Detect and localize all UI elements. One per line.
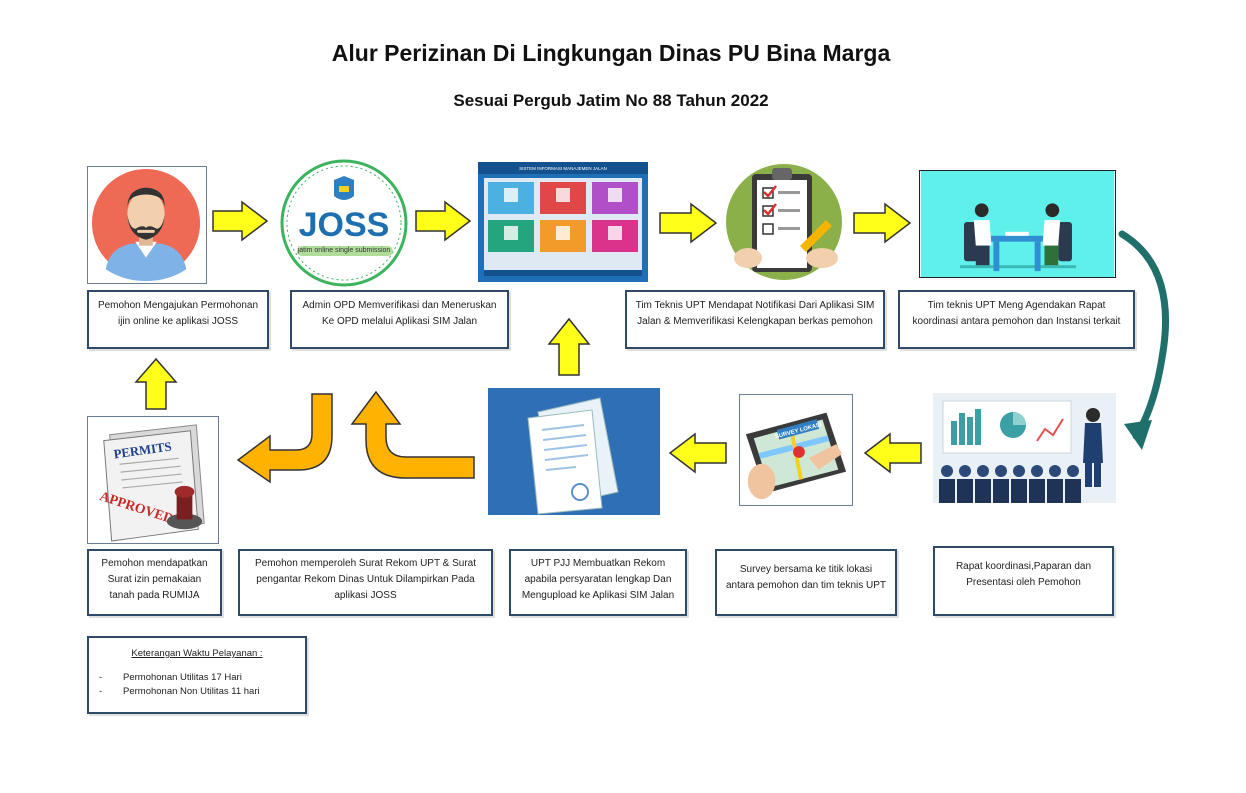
step-4-line-2: koordinasi antara pemohon dan Instansi t… bbox=[912, 316, 1121, 327]
presentation-meeting-image bbox=[933, 393, 1116, 503]
step-4-line-1: Tim teknis UPT Meng Agendakan Rapat bbox=[927, 300, 1106, 311]
step-5-line-1: Rapat koordinasi,Paparan dan bbox=[955, 561, 1092, 572]
legend-item-utilitas: Permohonan Utilitas 17 Hari bbox=[99, 671, 242, 684]
step-1-line-1: Pemohon Mengajukan Permohonan bbox=[97, 300, 259, 311]
flow-arrow-left-2 bbox=[668, 432, 727, 474]
step-7-line-1: UPT PJJ Membuatkan Rekom bbox=[530, 558, 666, 569]
step-8-line-1: Pemohon memperoleh Surat Rekom UPT & Sur… bbox=[254, 558, 477, 569]
step-4-text-box: Tim teknis UPT Meng Agendakan Rapat koor… bbox=[898, 290, 1135, 349]
step-8-line-2: pengantar Rekom Dinas Untuk Dilampirkan … bbox=[256, 574, 475, 585]
flow-arrow-up-left bbox=[134, 357, 178, 410]
flow-arrow-right-4 bbox=[853, 202, 912, 244]
step-2-line-1: Admin OPD Memverifikasi dan Meneruskan bbox=[302, 300, 497, 311]
step-7-line-3: Mengupload ke Aplikasi SIM Jalan bbox=[521, 590, 675, 601]
legend-heading: Keterangan Waktu Pelayanan : bbox=[131, 648, 263, 659]
legend-item-non-utilitas: Permohonan Non Utilitas 11 hari bbox=[99, 685, 260, 698]
step-7-line-2: apabila persyaratan lengkap Dan bbox=[524, 574, 672, 585]
step-1-line-2: ijin online ke aplikasi JOSS bbox=[117, 316, 239, 327]
step-8-text-box: Pemohon memperoleh Surat Rekom UPT & Sur… bbox=[238, 549, 493, 616]
service-time-legend: Keterangan Waktu Pelayanan : Permohonan … bbox=[87, 636, 307, 714]
permit-approved-image: PERMITS APPROVED bbox=[87, 416, 219, 544]
survey-tablet-image: SURVEY LOKASI bbox=[739, 394, 853, 506]
checklist-clipboard-image bbox=[722, 162, 846, 282]
step-3-line-2: Jalan & Memverifikasi Kelengkapan berkas… bbox=[637, 316, 873, 327]
step-5-text-box: Rapat koordinasi,Paparan dan Presentasi … bbox=[933, 546, 1114, 616]
joss-logo-image: JOSS jatim online single submission bbox=[279, 158, 409, 288]
document-papers-image bbox=[488, 388, 660, 515]
step-9-line-1: Pemohon mendapatkan bbox=[101, 558, 208, 569]
sim-jalan-header: SISTEM INFORMASI MANAJEMEN JALAN bbox=[519, 166, 607, 171]
flow-arrow-up-center bbox=[547, 317, 591, 376]
flow-arrow-left-1 bbox=[863, 432, 922, 474]
flow-arrow-right-2 bbox=[415, 200, 472, 242]
step-3-line-1: Tim Teknis UPT Mendapat Notifikasi Dari … bbox=[635, 300, 875, 311]
meeting-table-image bbox=[919, 170, 1116, 278]
step-1-text-box: Pemohon Mengajukan Permohonan ijin onlin… bbox=[87, 290, 269, 349]
step-3-text-box: Tim Teknis UPT Mendapat Notifikasi Dari … bbox=[625, 290, 885, 349]
flow-orange-arrow-up bbox=[350, 388, 475, 480]
joss-logo-text: JOSS bbox=[299, 206, 390, 244]
joss-tagline: jatim online single submission bbox=[297, 247, 391, 254]
page-subtitle: Sesuai Pergub Jatim No 88 Tahun 2022 bbox=[453, 91, 769, 110]
flow-arrow-right-3 bbox=[659, 202, 718, 244]
step-2-text-box: Admin OPD Memverifikasi dan Meneruskan K… bbox=[290, 290, 509, 349]
step-9-line-3: tanah pada RUMIJA bbox=[109, 590, 200, 601]
page-title: Alur Perizinan Di Lingkungan Dinas PU Bi… bbox=[331, 40, 891, 66]
step-8-line-3: aplikasi JOSS bbox=[334, 590, 397, 601]
step-6-line-1: Survey bersama ke titik lokasi bbox=[739, 564, 873, 575]
sim-jalan-screenshot: SISTEM INFORMASI MANAJEMEN JALAN bbox=[478, 162, 648, 282]
step-5-line-2: Presentasi oleh Pemohon bbox=[966, 577, 1081, 588]
step-7-text-box: UPT PJJ Membuatkan Rekom apabila persyar… bbox=[509, 549, 687, 616]
step-9-line-2: Surat izin pemakaian bbox=[107, 574, 202, 585]
step-9-text-box: Pemohon mendapatkan Surat izin pemakaian… bbox=[87, 549, 222, 616]
flow-orange-arrow-left bbox=[236, 392, 334, 484]
step-6-text-box: Survey bersama ke titik lokasi antara pe… bbox=[715, 549, 897, 616]
step-2-line-2: Ke OPD melalui Aplikasi SIM Jalan bbox=[321, 316, 478, 327]
flow-curve-arrow-down bbox=[1118, 228, 1172, 458]
step-6-line-2: antara pemohon dan tim teknis UPT bbox=[725, 580, 887, 591]
applicant-avatar-image bbox=[87, 166, 207, 284]
flow-arrow-right-1 bbox=[212, 200, 269, 242]
